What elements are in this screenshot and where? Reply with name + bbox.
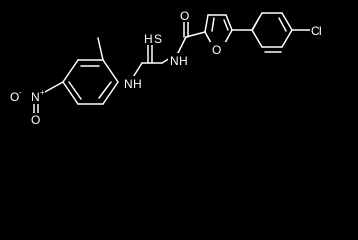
structure-canvas: O O H S N H N H O - N +: [10, 8, 328, 127]
phenyl1-bond-4b: [68, 81, 82, 100]
amide-nitrogen-label: N: [170, 54, 179, 68]
thiourea-nitrogen-label: N: [124, 77, 133, 91]
furan-bond-1: [204, 14, 209, 33]
phenyl2-bond-4b: [278, 17, 287, 32]
carbonyl-oxygen-mask: [178, 8, 194, 22]
nitro-bond: [42, 81, 64, 94]
amide-bond: [177, 36, 187, 54]
chloro-mask: [310, 23, 328, 37]
phenyl2-bond-3: [281, 29, 293, 48]
furan-oxygen-mask: [210, 42, 226, 56]
nitro-oxygen-left-mask: [10, 90, 28, 104]
methyl-bond: [97, 37, 104, 61]
thio-hydrogen-label: H: [144, 32, 153, 46]
furan-bond-4: [224, 29, 233, 44]
amide-to-furan-bond: [185, 31, 206, 38]
phenyl2-bond-6b: [252, 17, 260, 30]
phenyl1-bond-6b: [98, 81, 112, 99]
chloro-l-label: l: [319, 24, 322, 38]
phenyl1-bond-4: [62, 81, 79, 105]
phenyl1-bond-1: [102, 59, 119, 83]
nitro-oxygen-left-charge: -: [19, 88, 22, 97]
nitro-nitrogen-mask: [29, 90, 45, 104]
nitro-nitrogen-charge: +: [40, 88, 45, 97]
phenyl1-bond-6: [102, 81, 119, 105]
furan-bond-3: [225, 14, 233, 31]
nitro-oxygen-bottom-label: O: [31, 113, 40, 127]
chemical-structure: O O H S N H N H O - N +: [10, 8, 328, 127]
furan-bond-1b: [211, 17, 215, 32]
furan-bond-3b: [223, 19, 229, 31]
phenyl2-bond-4: [281, 12, 293, 31]
nitro-nitrogen-label: N: [31, 90, 40, 104]
amide-nh-mask: [168, 53, 191, 67]
thio-sulfur-label: S: [154, 32, 162, 46]
nitro-oxygen-left-label: O: [10, 90, 19, 104]
furan-bond-5: [204, 31, 212, 44]
furan-oxygen-label: O: [212, 43, 221, 57]
phenyl2-bond-1: [251, 29, 263, 48]
thiourea-hydrogen-label: H: [133, 77, 142, 91]
chloro-c-label: C: [311, 24, 320, 38]
thio-label-mask: [142, 31, 165, 45]
phenyl1-bond-3: [62, 59, 79, 83]
thiourea-nh-mask: [122, 76, 145, 90]
amide-hydrogen-label: H: [179, 54, 188, 68]
label-group: O O H S N H N H O - N +: [10, 8, 328, 127]
bond-group: [33, 12, 313, 115]
nitro-oxygen-bottom-mask: [29, 113, 45, 127]
carbonyl-oxygen-label: O: [180, 9, 189, 23]
